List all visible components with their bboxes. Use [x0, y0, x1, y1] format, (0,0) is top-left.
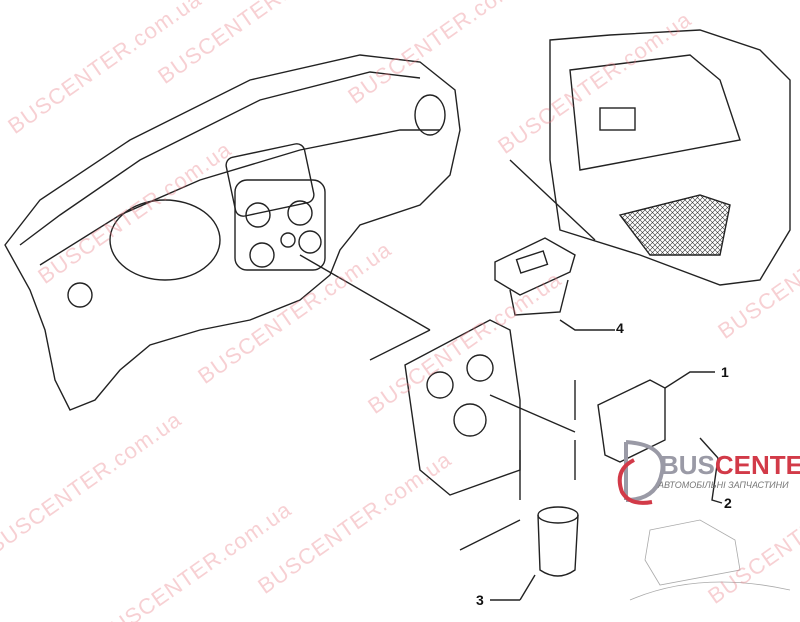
part-1 [597, 379, 666, 463]
center-bezel [404, 319, 521, 496]
callout-1: 1 [721, 364, 729, 380]
buscenter-logo: BUSCENTER АВТОМОБІЛЬНІ ЗАПЧАСТИНИ [612, 440, 800, 510]
logo-mark [617, 440, 665, 505]
callout-3: 3 [476, 592, 484, 608]
door-panel [549, 29, 791, 286]
callout-2: 2 [724, 495, 732, 511]
van-sketch [644, 519, 741, 586]
part-3 [537, 514, 579, 577]
logo-tagline: АВТОМОБІЛЬНІ ЗАПЧАСТИНИ [658, 480, 789, 490]
callout-4: 4 [616, 320, 624, 336]
window-switch [494, 237, 576, 296]
dashboard-outline [4, 54, 461, 411]
part-2 [699, 437, 719, 459]
logo-name: BUSCENTER [660, 450, 800, 480]
